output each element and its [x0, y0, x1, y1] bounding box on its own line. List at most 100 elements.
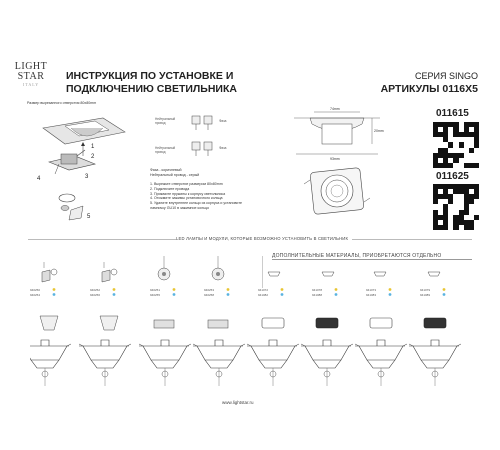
gu10-lamp-icon — [41, 262, 58, 283]
qr-cell — [448, 214, 454, 220]
qr-cell — [448, 219, 454, 225]
qr-cell — [438, 147, 444, 153]
callout-1: 1 — [91, 144, 95, 150]
articles-label: АРТИКУЛЫ 0116X5 — [380, 83, 478, 95]
module-code: 940253 — [204, 288, 215, 292]
qr-cell — [473, 199, 479, 205]
callout-5: 5 — [87, 214, 91, 220]
qr-cell — [438, 162, 444, 168]
qr-cell — [443, 219, 449, 225]
qr-cell — [453, 184, 459, 190]
series-label: СЕРИЯ SINGO — [415, 71, 478, 81]
qr-cell — [468, 157, 474, 163]
installation-diagram: 1 2 3 4 5 — [37, 117, 126, 221]
color-dot — [442, 288, 446, 291]
color-dots — [52, 288, 446, 296]
qr-cell — [473, 162, 479, 168]
lamps-section-title: LED ЛАМПЫ И МОДУЛИ, КОТОРЫЕ ВОЗМОЖНО УСТ… — [176, 236, 349, 241]
qr-cell — [453, 199, 459, 205]
qr-cell — [468, 199, 474, 205]
qr-cell — [448, 157, 454, 163]
qr-cell — [443, 162, 449, 168]
color-dot — [388, 288, 392, 291]
step-1: 1. Вырежьте отверстие размером 80x80mm — [150, 182, 223, 186]
qr-cell — [443, 209, 449, 215]
lamp-cross-sections — [39, 315, 447, 331]
led-module-icon-2 — [211, 256, 225, 281]
qr-cell — [453, 132, 459, 138]
qr-cell — [458, 162, 464, 168]
qr-cell — [473, 137, 479, 143]
callout-3: 3 — [85, 174, 89, 180]
color-dot — [442, 293, 446, 296]
qr-cell — [463, 184, 469, 190]
qr-cell — [448, 142, 454, 148]
qr-cell — [438, 157, 444, 163]
brand-logo: LIGHT STAR ITALY — [12, 62, 50, 88]
qr-cell — [468, 152, 474, 158]
neutral-label-2: Нейтральный провод — [155, 146, 176, 154]
qr-cell — [463, 122, 469, 128]
title-line1: ИНСТРУКЦИЯ ПО УСТАНОВКЕ И — [66, 70, 234, 82]
step-5: 5. Удалите внутреннее кольцо из корпуса … — [150, 201, 243, 206]
qr-cell — [468, 189, 474, 195]
qr-cell — [458, 209, 464, 215]
qr-cell — [468, 122, 474, 128]
qr-cell — [468, 194, 474, 200]
qr-cell — [448, 127, 454, 133]
module-code: 940256 — [90, 293, 101, 297]
qr-cell — [468, 142, 474, 148]
qr-cell — [463, 224, 469, 230]
section-drawing — [78, 339, 132, 386]
phase-label-1: Фаза — [219, 119, 227, 123]
qr-cell — [468, 214, 474, 220]
step-5-cont: лампочку GU10 в зажимное кольцо — [150, 205, 210, 210]
qr-cell — [443, 199, 449, 205]
qr-cell — [463, 189, 469, 195]
qr-cell — [433, 162, 439, 168]
qr-cell — [463, 204, 469, 210]
module-code: 941083 — [366, 293, 377, 297]
qr-cell — [433, 122, 439, 128]
module-code: 940250 — [30, 288, 41, 292]
qr-cell — [468, 184, 474, 190]
qr-cell — [473, 132, 479, 138]
qr-cell — [473, 204, 479, 210]
color-dot — [112, 293, 116, 296]
qr-cell — [453, 194, 459, 200]
qr-cell — [463, 219, 469, 225]
phase-label-2: Фаза — [219, 146, 227, 150]
qr-cell — [473, 152, 479, 158]
qr-cell — [448, 204, 454, 210]
qr-cell — [463, 209, 469, 215]
qr-cell — [468, 209, 474, 215]
qr-cell — [453, 209, 459, 215]
qr-cell — [443, 224, 449, 230]
qr-cell — [453, 189, 459, 195]
dim-20: 20mm — [374, 129, 384, 133]
qr-cell — [433, 189, 439, 195]
qr-cell — [463, 199, 469, 205]
qr-cell — [463, 147, 469, 153]
color-dot — [226, 293, 230, 296]
wiring-diagram — [191, 115, 213, 156]
install-steps: 1. Вырежьте отверстие размером 80x80mm 2… — [150, 182, 260, 211]
column-divider — [262, 256, 263, 288]
color-dot — [112, 288, 116, 291]
qr-cell — [433, 132, 439, 138]
qr-cell — [468, 147, 474, 153]
qr-cell — [458, 157, 464, 163]
qr-cell — [463, 142, 469, 148]
section-drawing — [246, 339, 300, 386]
qr-cell — [473, 219, 479, 225]
color-dot — [334, 288, 338, 291]
qr-code-1 — [433, 122, 479, 168]
qr-cell — [438, 224, 444, 230]
color-dot — [52, 288, 56, 291]
qr-cell — [453, 122, 459, 128]
dimension-drawing: 74mm 20mm 93mm — [294, 107, 384, 215]
document-title: ИНСТРУКЦИЯ ПО УСТАНОВКЕ И ПОДКЛЮЧЕНИЮ СВ… — [66, 70, 237, 96]
website-url: www.lightstar.ru — [222, 400, 254, 405]
qr-cell — [458, 142, 464, 148]
extra-underline — [272, 259, 472, 260]
